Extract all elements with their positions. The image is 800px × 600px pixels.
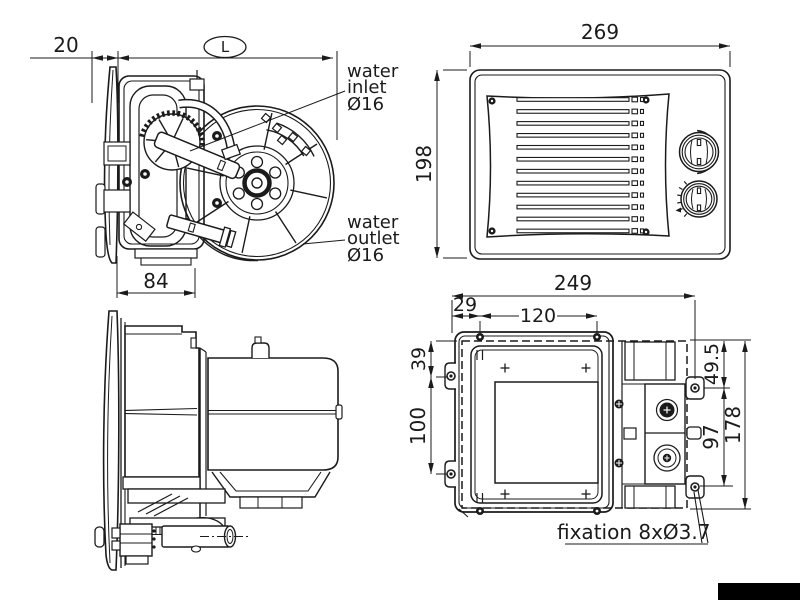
blower-front-view [95, 66, 335, 266]
dim-panel-height: 198 [412, 145, 436, 183]
water-inlet-label-1: water [347, 61, 399, 82]
water-inlet-label-3: Ø16 [347, 94, 384, 115]
dimension-texts: 20 L 84 water inlet Ø16 water outlet Ø16… [53, 20, 745, 544]
dimension-arrows [92, 43, 748, 509]
length-label-badge [203, 35, 247, 59]
dim-panel-width: 269 [581, 20, 619, 44]
dim-side-hole-spacing: 97 [699, 424, 723, 449]
fixation-hole-icons [446, 371, 700, 492]
dim-overall-height: 178 [721, 406, 745, 444]
watermark-block [718, 583, 800, 600]
dim-edge-to-hole: 29 [453, 294, 477, 316]
front-panel-view [469, 69, 731, 260]
water-outlet-label-2: outlet [347, 228, 400, 249]
water-outlet-label-1: water [347, 212, 399, 233]
fan-knob[interactable] [678, 129, 720, 175]
water-inlet-label-2: inlet [347, 77, 387, 98]
dim-overall-width: 249 [554, 271, 592, 295]
fixation-note: fixation 8xØ3.7 [557, 520, 710, 544]
dim-hole-spacing-v: 100 [406, 407, 430, 445]
dim-length-label: L [221, 38, 230, 56]
thermostat-knob[interactable] [675, 180, 718, 218]
dim-body-width: 84 [143, 269, 168, 293]
dim-top-to-side-hole: 49.5 [701, 343, 723, 385]
dimension-layer [30, 35, 751, 545]
dim-depth: 20 [53, 33, 78, 57]
frame-screw-icons [476, 333, 601, 515]
dim-top-to-hole: 39 [408, 347, 430, 371]
water-outlet-label-3: Ø16 [347, 245, 384, 266]
grille-slats [516, 96, 645, 234]
dim-hole-spacing-h: 120 [520, 305, 556, 327]
side-view [94, 310, 343, 571]
rear-mounting-view [444, 331, 705, 518]
